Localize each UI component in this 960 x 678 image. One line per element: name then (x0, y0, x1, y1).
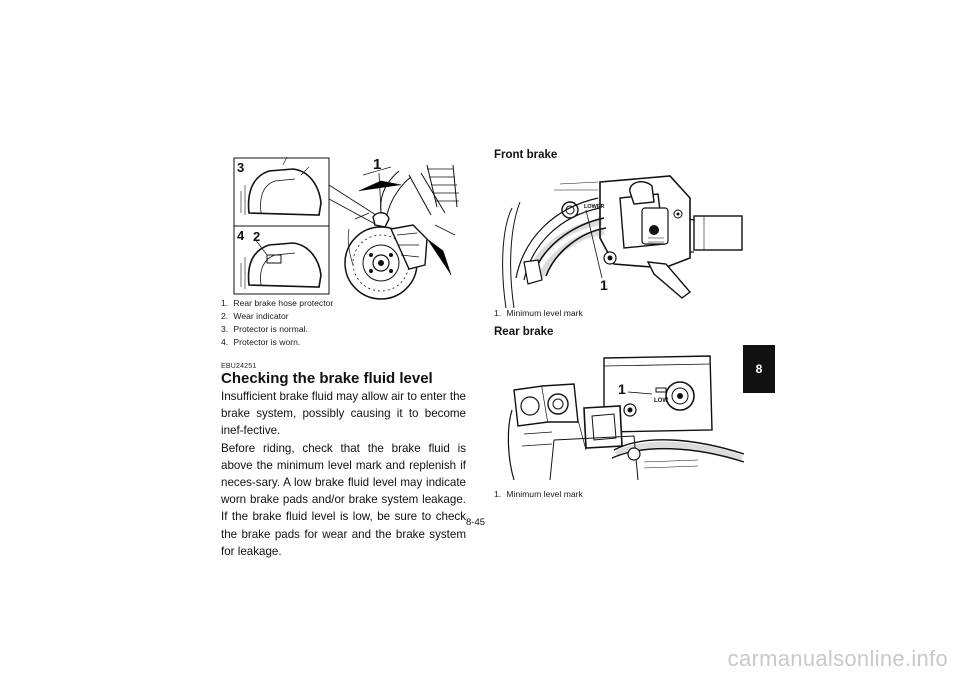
callout-4: 4 (237, 228, 245, 243)
caption-item-3: 3. Protector is normal. (221, 324, 308, 334)
chapter-tab: 8 (743, 345, 775, 393)
caption-item-4: 4. Protector is worn. (221, 337, 301, 347)
front-brake-illustration: LOWER 1 (502, 175, 743, 309)
caption-item-2: 2. Wear indicator (221, 311, 289, 321)
body-paragraph-2: Before riding, check that the brake flui… (221, 441, 466, 558)
body-paragraph-1: Insufficient brake fluid may allow air t… (221, 390, 466, 438)
section-heading: Checking the brake fluid level (221, 370, 433, 387)
callout-3: 3 (237, 160, 244, 175)
rear-brake-caption: 1. Minimum level mark (494, 489, 583, 499)
section-body: Insufficient brake fluid may allow air t… (221, 388, 466, 560)
brake-hose-protector-illustration: 3 4 2 1 (233, 156, 459, 300)
front-lower-mark: LOWER (584, 204, 604, 210)
front-brake-caption: 1. Minimum level mark (494, 308, 583, 318)
figure1-caption-list: 1. Rear brake hose protector 2. Wear ind… (221, 297, 333, 349)
rear-low-mark: LOW (654, 398, 668, 404)
watermark: carmanualsonline.info (727, 646, 948, 671)
rear-brake-title: Rear brake (494, 326, 554, 338)
rear-callout-1: 1 (618, 381, 626, 397)
front-callout-1: 1 (600, 277, 608, 293)
front-brake-title: Front brake (494, 149, 558, 161)
section-code: EBU24251 (221, 363, 257, 370)
page-number: 8-45 (466, 517, 486, 528)
caption-item-1: 1. Rear brake hose protector (221, 298, 334, 308)
inset-normal-box (233, 157, 330, 227)
rear-brake-illustration: LOW 1 (507, 355, 745, 481)
callout-2: 2 (253, 229, 260, 244)
callout-1: 1 (373, 156, 381, 173)
